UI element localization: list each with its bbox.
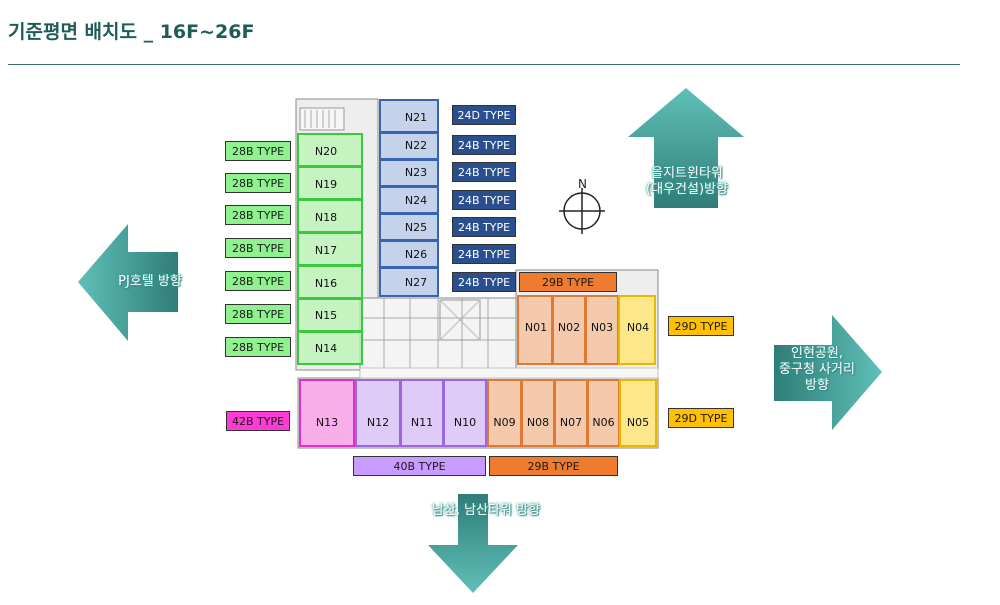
unit-n04-29d [618,295,656,365]
type-tag-west: 28B TYPE [225,337,291,357]
unit-label-n08: N08 [526,416,550,429]
compass-icon [559,188,605,234]
type-tag-bottom-orange: 29B TYPE [489,456,618,476]
type-tag-north: 24B TYPE [452,162,516,182]
direction-left-label: PJ호텔 방향 [118,274,182,289]
type-tag-north: 24D TYPE [452,105,516,125]
unit-label-n17: N17 [314,244,338,257]
unit-label-n11: N11 [410,416,434,429]
unit-n13-42b [299,379,355,447]
unit-label-n07: N07 [559,416,583,429]
unit-label-n09: N09 [493,416,516,429]
arrow-up-icon [628,88,744,208]
unit-label-n18: N18 [314,211,338,224]
type-tag-north: 24B TYPE [452,217,516,237]
unit-label-n19: N19 [314,178,338,191]
type-tag-north: 24B TYPE [452,244,516,264]
type-tag-east-upper: 29D TYPE [668,316,734,336]
compass-north-label: N [578,177,587,191]
unit-label-n27: N27 [404,276,428,289]
unit-label-n25: N25 [404,221,428,234]
unit-label-n01: N01 [524,321,548,334]
units-east-29b [517,295,619,365]
type-tag-east-top: 29B TYPE [519,272,617,292]
units-west-28b [297,133,363,365]
arrow-right-icon [774,315,882,430]
type-tag-sw: 42B TYPE [226,411,290,431]
page-title: 기준평면 배치도 _ 16F~26F [8,21,255,43]
unit-label-n23: N23 [404,166,428,179]
unit-label-n14: N14 [314,342,338,355]
unit-label-n16: N16 [314,277,338,290]
unit-label-n05: N05 [626,416,650,429]
unit-label-n03: N03 [590,321,614,334]
unit-label-n13: N13 [315,416,339,429]
arrow-down-icon [428,494,518,593]
units-south-40b [355,379,487,447]
unit-label-n22: N22 [404,139,428,152]
type-tag-north: 24B TYPE [452,190,516,210]
type-tag-west: 28B TYPE [225,141,291,161]
type-tag-west: 28B TYPE [225,205,291,225]
direction-bottom-label: 남산, 남산타워 방향 [431,503,541,518]
unit-label-n10: N10 [453,416,477,429]
title-divider [8,64,960,65]
type-tag-west: 28B TYPE [225,173,291,193]
units-north-24 [379,99,439,297]
type-tag-west: 28B TYPE [225,304,291,324]
type-tag-east-lower: 29D TYPE [668,408,734,428]
unit-label-n21: N21 [404,111,428,124]
units-south-29b [487,379,620,447]
direction-right-label: 인현공원, 중구청 사거리 방향 [779,346,855,393]
type-tag-bottom-purple: 40B TYPE [353,456,486,476]
direction-top-label: 을지트윈타워 (대우건설)방향 [646,166,728,197]
unit-n05-29d [619,379,657,447]
unit-label-n26: N26 [404,248,428,261]
type-tag-north: 24B TYPE [452,135,516,155]
unit-label-n02: N02 [557,321,581,334]
type-tag-west: 28B TYPE [225,238,291,258]
unit-label-n06: N06 [592,416,615,429]
unit-label-n12: N12 [366,416,390,429]
unit-label-n24: N24 [404,194,428,207]
type-tag-north: 24B TYPE [452,272,516,292]
unit-label-n15: N15 [314,309,338,322]
arrow-left-icon [78,224,178,341]
unit-label-n20: N20 [314,145,338,158]
type-tag-west: 28B TYPE [225,271,291,291]
unit-label-n04: N04 [626,321,650,334]
